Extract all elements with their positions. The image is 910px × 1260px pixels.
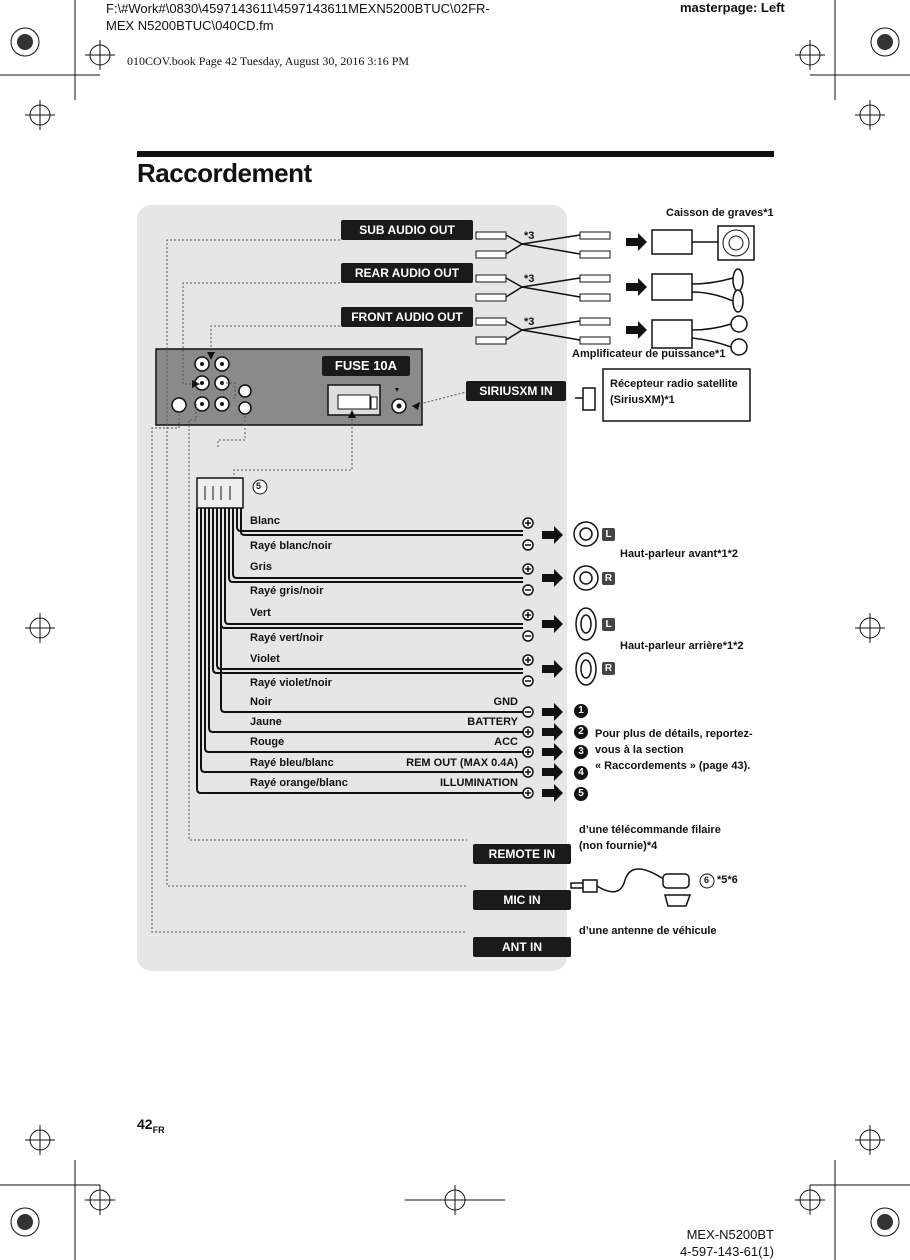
registration-mark-icon bbox=[10, 27, 900, 1237]
model-name: MEX-N5200BT bbox=[686, 1227, 774, 1242]
page-number-value: 42 bbox=[137, 1116, 153, 1132]
wire-label: Rayé gris/noir bbox=[250, 585, 324, 597]
wire-label: Gris bbox=[250, 561, 273, 573]
wire-label: Rayé vert/noir bbox=[250, 632, 324, 644]
number-badge-4: 4 bbox=[574, 766, 588, 780]
details-note-line3: « Raccordements » (page 43). bbox=[595, 760, 751, 772]
wire-function: ACC bbox=[494, 736, 518, 748]
wire-label: Rayé orange/blanc bbox=[250, 777, 348, 789]
number-badge-3: 3 bbox=[574, 745, 588, 759]
mic-num-icon bbox=[699, 873, 715, 889]
model-info: MEX-N5200BT 4-597-143-61(1) bbox=[640, 1226, 774, 1260]
rear-speaker-label: Haut-parleur arrière*1*2 bbox=[620, 640, 744, 652]
wire-function: GND bbox=[493, 696, 518, 708]
model-code: 4-597-143-61(1) bbox=[680, 1244, 774, 1259]
subwoofer-label: Caisson de graves*1 bbox=[666, 207, 774, 219]
sub-star-note: *3 bbox=[524, 230, 535, 242]
amplifier-icons bbox=[651, 229, 693, 349]
wire-label: Rayé bleu/blanc bbox=[250, 757, 334, 769]
rear-star-note: *3 bbox=[524, 273, 535, 285]
front-speaker-label: Haut-parleur avant*1*2 bbox=[620, 548, 738, 560]
book-info: 010COV.book Page 42 Tuesday, August 30, … bbox=[127, 54, 410, 68]
front-audio-out-tag: FRONT AUDIO OUT bbox=[341, 307, 473, 327]
speaker-icons bbox=[573, 521, 599, 686]
wire-function: ILLUMINATION bbox=[439, 777, 518, 789]
wire-label: Jaune bbox=[250, 716, 282, 728]
antenna-label: d’une antenne de véhicule bbox=[579, 925, 717, 937]
front-left-badge: L bbox=[602, 528, 615, 541]
harness-connector bbox=[196, 477, 244, 509]
rear-left-badge: L bbox=[602, 618, 615, 631]
wire-label: Rayé violet/noir bbox=[250, 677, 332, 689]
sub-audio-out-tag: SUB AUDIO OUT bbox=[341, 220, 473, 240]
satellite-label-line1: Récepteur radio satellite bbox=[610, 378, 738, 390]
details-note-line1: Pour plus de détails, reportez- bbox=[595, 728, 753, 740]
page-number-suffix: FR bbox=[152, 1124, 165, 1135]
wire-label: Rayé blanc/noir bbox=[250, 540, 332, 552]
details-note-line2: vous à la section bbox=[595, 744, 684, 756]
wire-label: Vert bbox=[250, 607, 271, 619]
satellite-receiver-box bbox=[602, 368, 751, 422]
rear-audio-out-tag: REAR AUDIO OUT bbox=[341, 263, 473, 283]
number-badge-2: 2 bbox=[574, 725, 588, 739]
fuse-tag: FUSE 10A bbox=[322, 356, 410, 376]
rca-plug-icons bbox=[475, 231, 611, 345]
number-badge-5: 5 bbox=[574, 787, 588, 801]
file-path: F:\#Work#\0830\4597143611\4597143611MEXN… bbox=[106, 0, 490, 34]
arrow-icons bbox=[542, 233, 647, 802]
wire-function: REM OUT (MAX 0.4A) bbox=[406, 757, 518, 769]
mic-note: *5*6 bbox=[717, 874, 738, 886]
wire-label: Rouge bbox=[250, 736, 285, 748]
wire-function: BATTERY bbox=[467, 716, 518, 728]
harness-num: 5 bbox=[256, 481, 262, 491]
amplifier-label: Amplificateur de puissance*1 bbox=[572, 348, 726, 360]
masterpage-label: masterpage: Left bbox=[680, 0, 785, 15]
remote-label-line1: d’une télécommande filaire bbox=[579, 824, 721, 836]
file-path-line1: F:\#Work#\0830\4597143611\4597143611MEXN… bbox=[106, 1, 490, 16]
satellite-label-line2: (SiriusXM)*1 bbox=[610, 394, 675, 406]
page-number: 42FR bbox=[137, 1116, 165, 1135]
siriusxm-in-tag: SIRIUSXM IN bbox=[466, 381, 566, 401]
harness-wires bbox=[196, 508, 523, 794]
harness-num-icon bbox=[252, 479, 268, 495]
front-star-note: *3 bbox=[524, 316, 535, 328]
wire-label: Blanc bbox=[250, 515, 280, 527]
mic-num: 6 bbox=[704, 875, 710, 885]
ant-in-tag: ANT IN bbox=[473, 937, 571, 957]
file-path-line2: MEX N5200BTUC\040CD.fm bbox=[106, 18, 274, 33]
wire-label: Violet bbox=[250, 653, 280, 665]
page-title: Raccordement bbox=[137, 158, 312, 188]
mic-in-tag: MIC IN bbox=[473, 890, 571, 910]
remote-in-tag: REMOTE IN bbox=[473, 844, 571, 864]
remote-label-line2: (non fournie)*4 bbox=[579, 840, 658, 852]
number-badge-1: 1 bbox=[574, 704, 588, 718]
front-right-badge: R bbox=[602, 572, 615, 585]
title-rule bbox=[137, 151, 774, 157]
microphone-icon bbox=[570, 868, 692, 907]
wire-label: Noir bbox=[250, 696, 272, 708]
rear-right-badge: R bbox=[602, 662, 615, 675]
